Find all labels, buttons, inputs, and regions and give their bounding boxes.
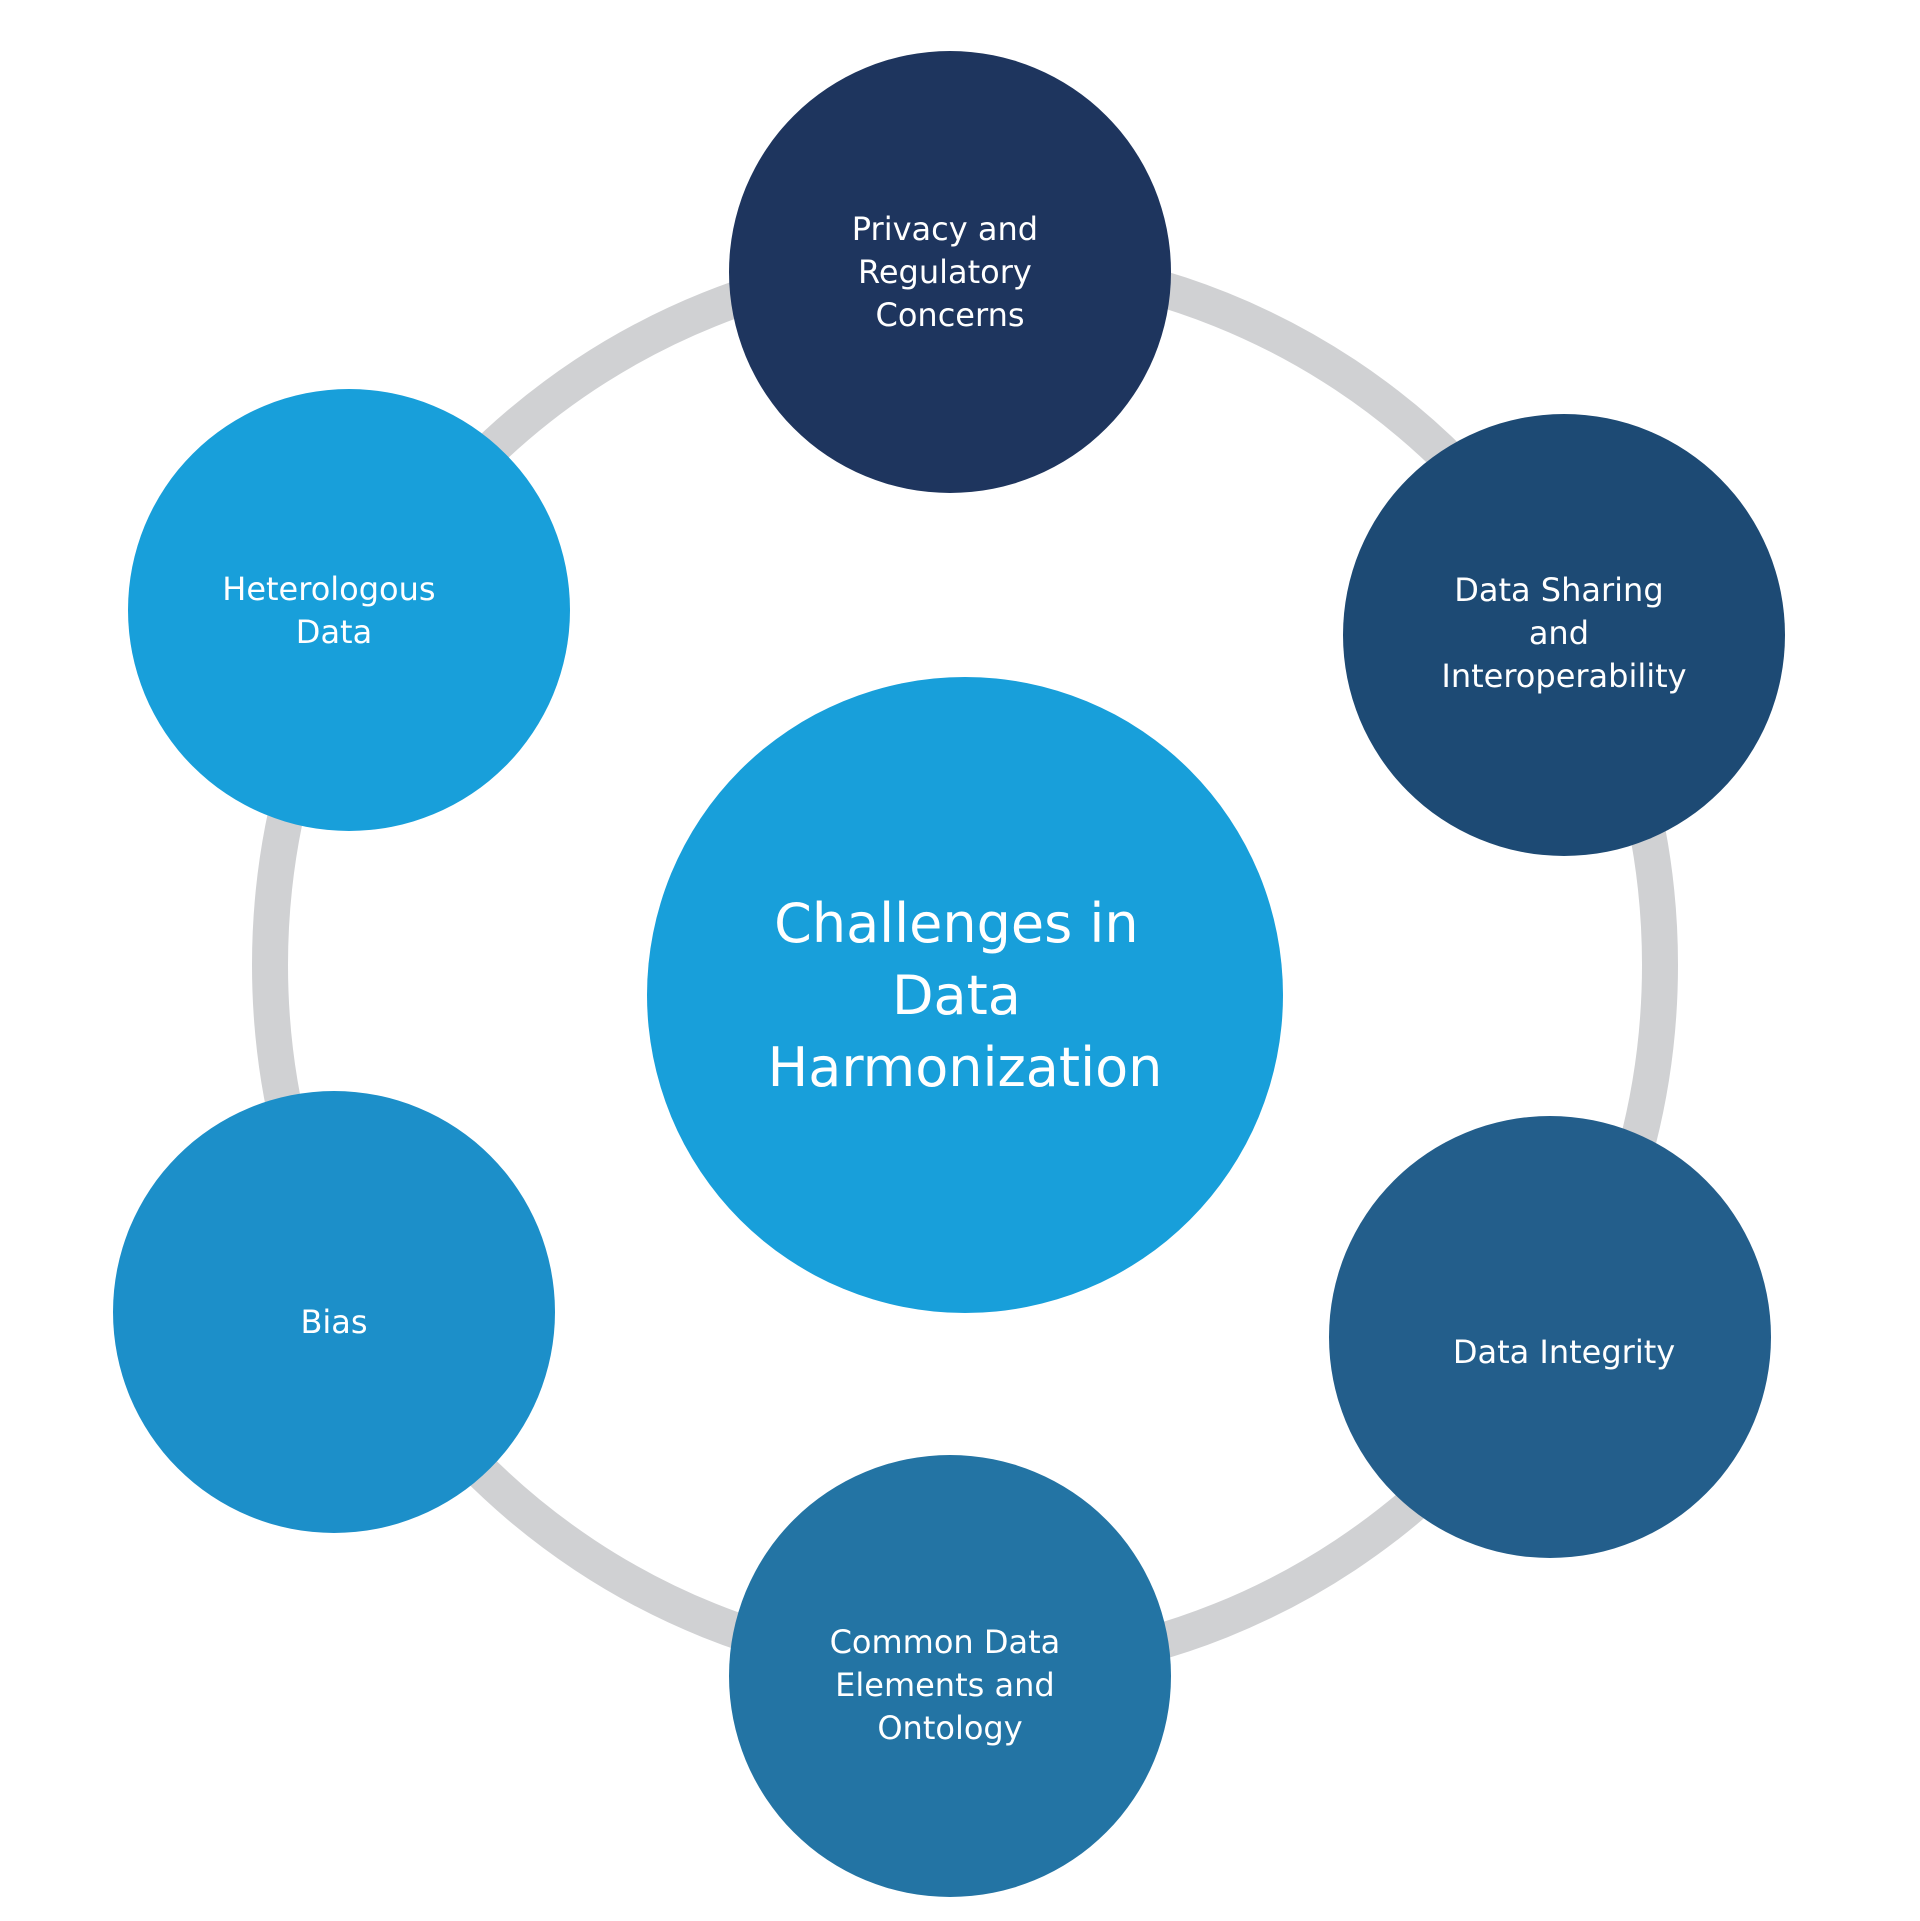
center-title-line: Harmonization [768, 1036, 1163, 1099]
node-circle [729, 1455, 1171, 1897]
node-label-line: Interoperability [1441, 657, 1686, 695]
node-label-line: Concerns [875, 296, 1024, 334]
center-circle [647, 677, 1283, 1313]
node-heterologous-data: Heterologous Data [128, 389, 570, 831]
center-title-line: Challenges in [774, 892, 1139, 955]
node-circle [729, 51, 1171, 493]
node-label-line: Data Integrity [1453, 1333, 1675, 1371]
node-privacy-and-regulatory-concerns: Privacy and Regulatory Concerns [729, 51, 1171, 493]
node-label-line: Elements and [835, 1666, 1055, 1704]
node-label: Privacy and Regulatory Concerns [852, 210, 1048, 334]
node-label: Data Integrity [1453, 1333, 1675, 1371]
node-circle [113, 1091, 555, 1533]
node-data-integrity: Data Integrity [1329, 1116, 1771, 1558]
node-label: Data Sharing and Interoperability [1441, 571, 1686, 695]
node-label-line: and [1529, 614, 1589, 652]
node-circle [1343, 414, 1785, 856]
node-label-line: Common Data [830, 1623, 1061, 1661]
node-circle [1329, 1116, 1771, 1558]
node-label-line: Ontology [877, 1709, 1022, 1747]
node-label: Heterologous Data [222, 570, 446, 651]
node-label-line: Privacy and [852, 210, 1038, 248]
node-label: Bias [300, 1303, 367, 1341]
node-label-line: Data Sharing [1454, 571, 1663, 609]
node-bias: Bias [113, 1091, 555, 1533]
node-label-line: Regulatory [858, 253, 1032, 291]
node-label-line: Data [296, 613, 372, 651]
node-label-line: Bias [300, 1303, 367, 1341]
node-data-sharing-and-interoperability: Data Sharing and Interoperability [1343, 414, 1785, 856]
node-label-line: Heterologous [222, 570, 435, 608]
node-label: Common Data Elements and Ontology [830, 1623, 1071, 1747]
center-title: Challenges in Data Harmonization [768, 892, 1163, 1099]
node-circle [128, 389, 570, 831]
center-node: Challenges in Data Harmonization [647, 677, 1283, 1313]
center-title-line: Data [892, 964, 1021, 1027]
node-common-data-elements-and-ontology: Common Data Elements and Ontology [729, 1455, 1171, 1897]
